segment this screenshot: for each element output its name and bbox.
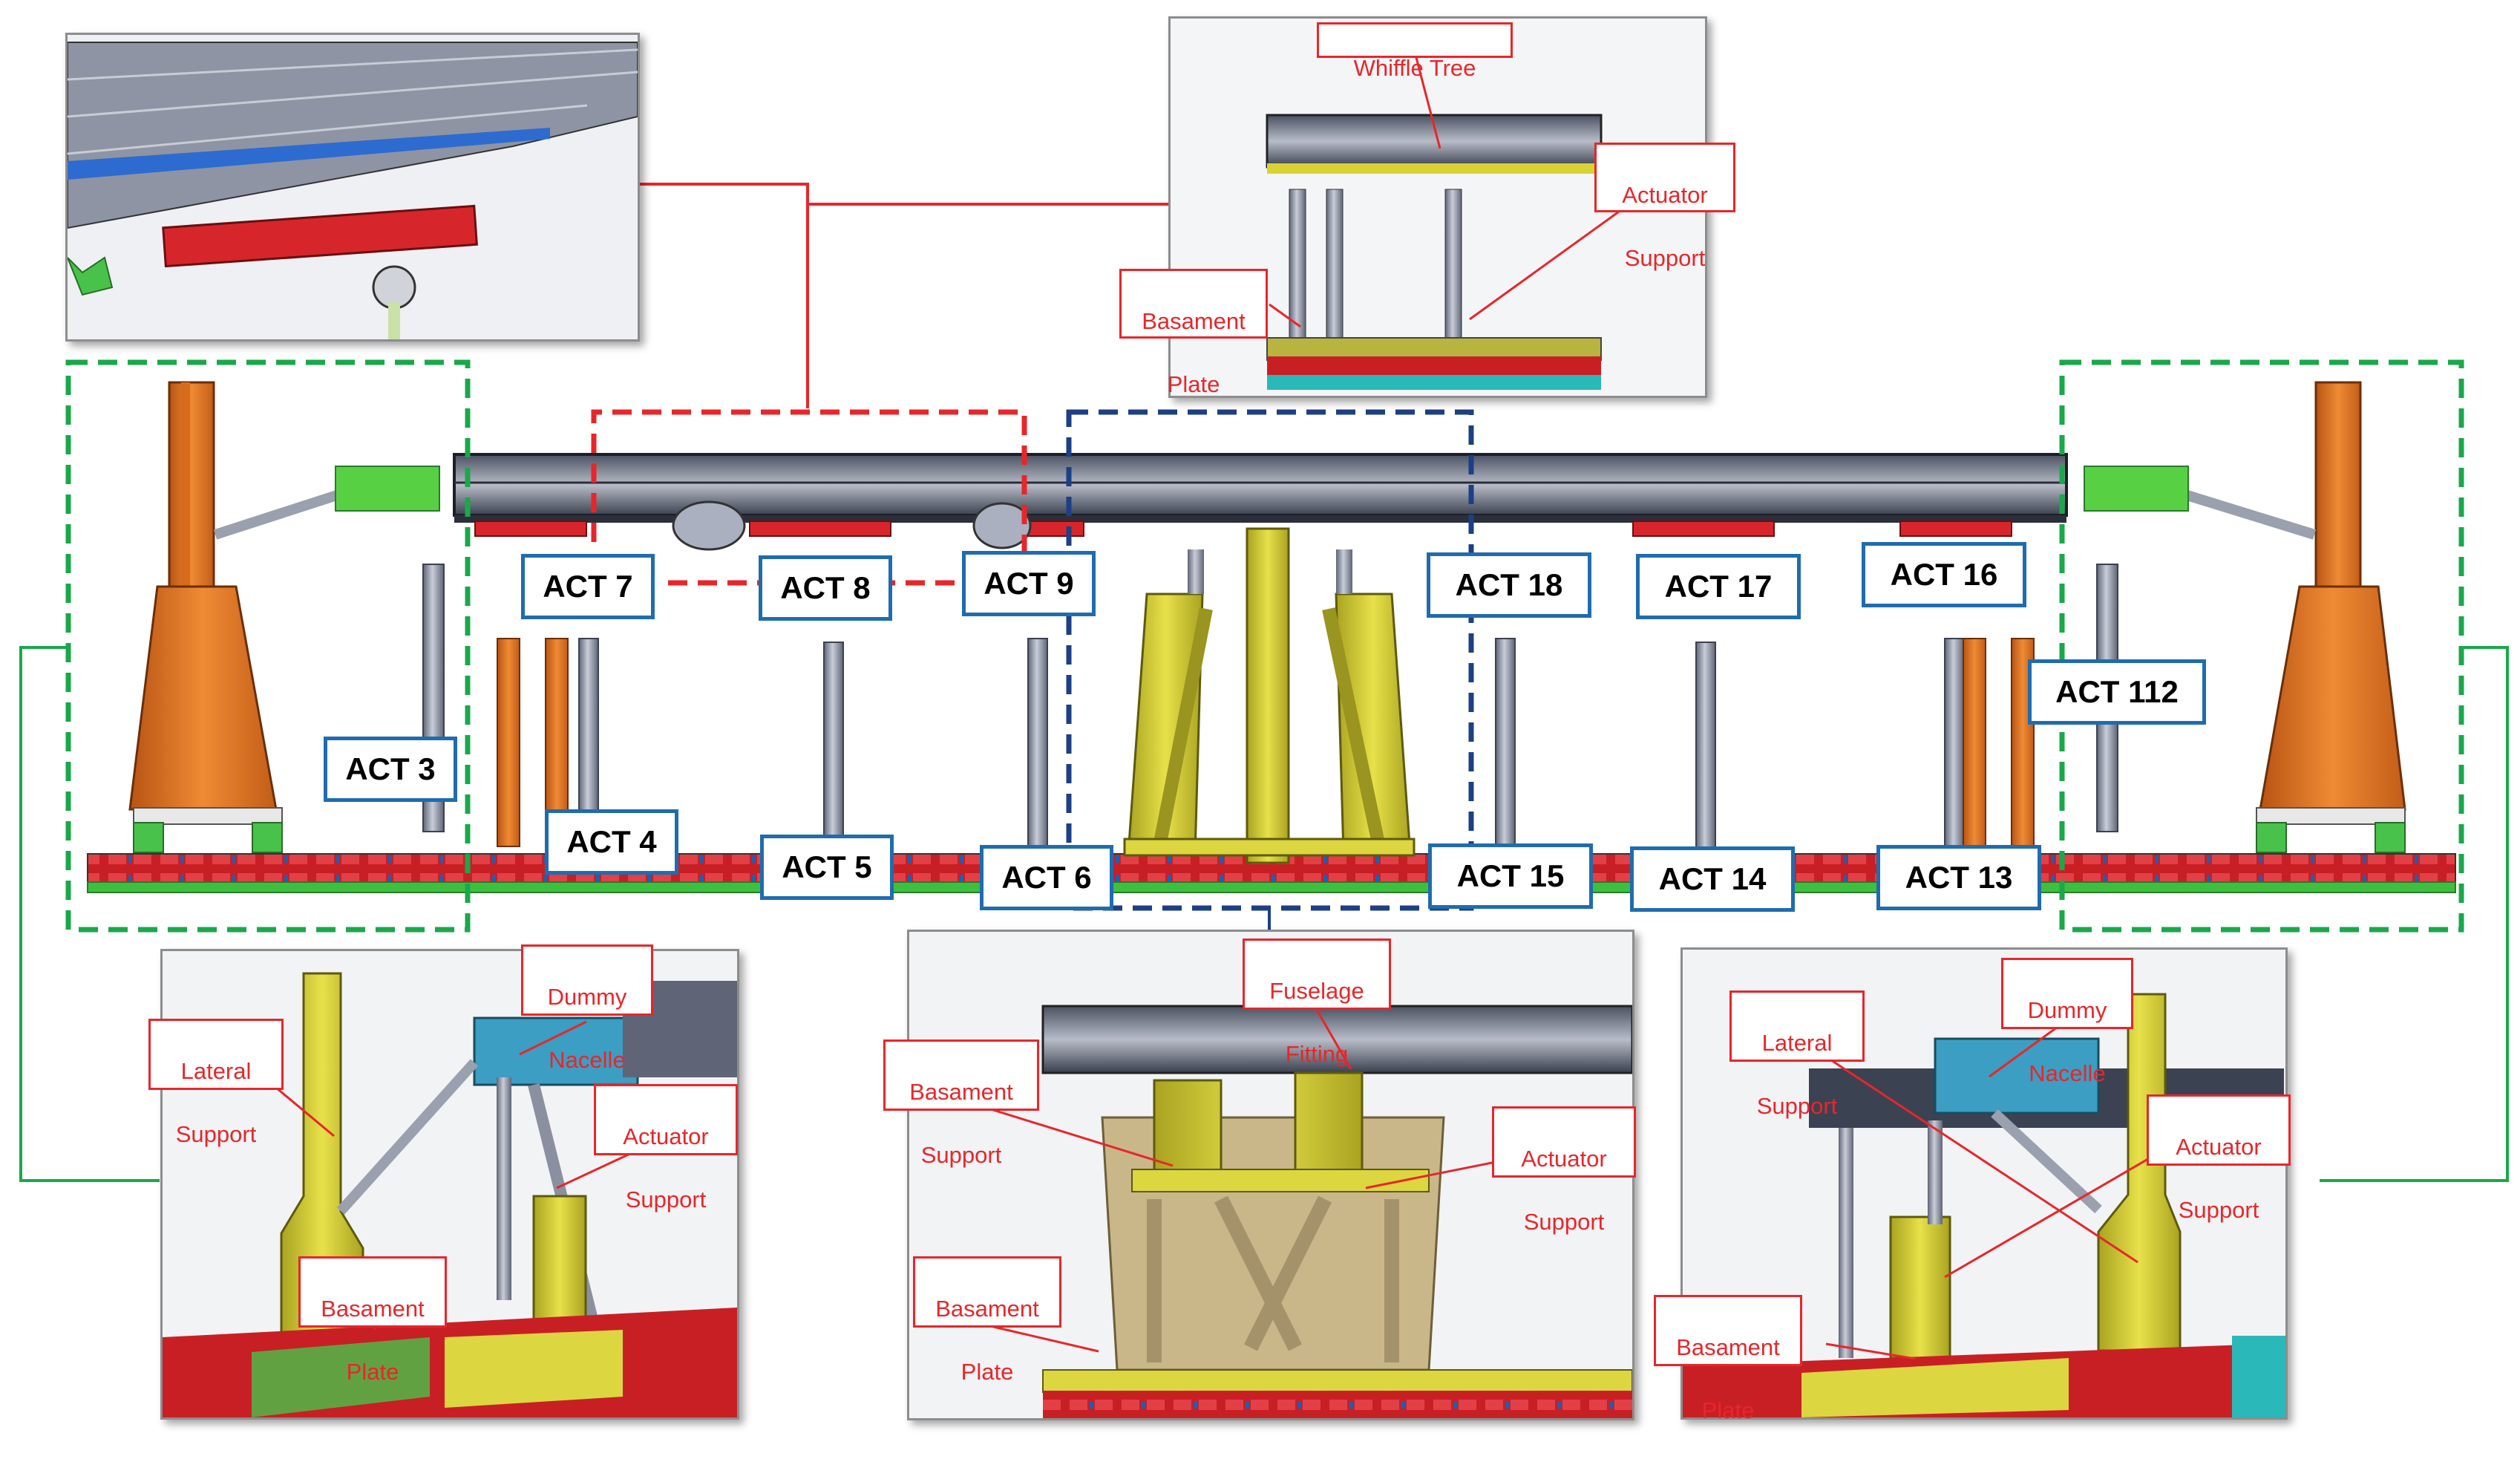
act-label-6: ACT 6: [980, 845, 1113, 910]
callout-text: Actuator: [1521, 1145, 1607, 1172]
callout-text: Nacelle: [2029, 1060, 2106, 1087]
callout-text: Support: [1624, 245, 1706, 272]
callout-text: Support: [175, 1121, 257, 1148]
callout-text: Support: [920, 1142, 1002, 1169]
callout-text: Basament: [1142, 307, 1246, 334]
callout-text: Fitting: [1285, 1041, 1349, 1068]
callout-text: Support: [2178, 1197, 2259, 1224]
callout-text: Support: [1756, 1093, 1838, 1120]
callout-basament-plate-center: Basament Plate: [913, 1256, 1061, 1385]
act-label-7: ACT 7: [521, 554, 655, 619]
callout-text: Plate: [1167, 371, 1220, 398]
callout-text: Actuator: [1622, 181, 1708, 208]
callout-actuator-support-left: Actuator Support: [594, 1084, 738, 1212]
act-label-5: ACT 5: [760, 835, 894, 900]
act-label-18: ACT 18: [1427, 552, 1591, 618]
act-label-3: ACT 3: [324, 737, 457, 802]
callout-text: Basament: [321, 1295, 425, 1322]
callout-fuselage-fitting: Fuselage Fitting: [1243, 939, 1391, 1067]
callout-text: Support: [625, 1187, 707, 1213]
callout-text: Support: [1523, 1209, 1605, 1236]
callout-text: Plate: [346, 1359, 399, 1385]
callout-actuator-support-center: Actuator Support: [1492, 1106, 1636, 1235]
callout-text: Dummy: [547, 983, 627, 1010]
callout-text: Basament: [1676, 1334, 1780, 1360]
act-label-13: ACT 13: [1876, 845, 2041, 910]
callout-text: Fuselage: [1269, 977, 1364, 1004]
central-fuselage-support: [1123, 527, 1416, 864]
callout-basament-plate-left: Basament Plate: [298, 1256, 447, 1385]
callout-text: Whiffle Tree: [1353, 55, 1476, 81]
callout-actuator-support-right: Actuator Support: [2147, 1094, 2291, 1223]
act-label-4: ACT 4: [545, 809, 678, 875]
callout-text: Lateral: [180, 1057, 252, 1084]
callout-basament-support: Basament Support: [883, 1039, 1039, 1168]
inset-top-left: [65, 33, 640, 342]
callout-lateral-support-right: Lateral Support: [1729, 990, 1865, 1119]
callout-text: Actuator: [2176, 1133, 2262, 1160]
callout-text: Basament: [935, 1295, 1039, 1322]
callout-dummy-nacelle-right: Dummy Nacelle: [2001, 958, 2133, 1086]
right-lateral-tower: [2084, 381, 2406, 853]
callout-basament-plate-top: Basament Plate: [1119, 269, 1268, 397]
callout-text: Plate: [1701, 1397, 1755, 1424]
act-label-8: ACT 8: [759, 555, 892, 621]
act-label-17: ACT 17: [1636, 554, 1801, 619]
callout-text: Actuator: [623, 1123, 709, 1149]
callout-text: Nacelle: [549, 1047, 626, 1074]
callout-whiffle-tree: Whiffle Tree: [1317, 22, 1513, 81]
act-label-15: ACT 15: [1428, 843, 1593, 909]
callout-basament-plate-right: Basament Plate: [1654, 1295, 1802, 1423]
dashed-frames: [65, 359, 2464, 933]
act-label-9: ACT 9: [962, 551, 1096, 616]
callout-actuator-support-top: Actuator Support: [1594, 143, 1735, 271]
wing-box-beam: [453, 453, 2068, 551]
act-label-14: ACT 14: [1630, 846, 1795, 912]
callout-text: Dummy: [2027, 996, 2107, 1023]
callout-dummy-nacelle-left: Dummy Nacelle: [521, 944, 653, 1073]
left-lateral-tower: [128, 381, 440, 853]
act-label-112: ACT 112: [2028, 659, 2206, 725]
connector-lines: [19, 183, 2509, 1182]
act-label-16: ACT 16: [1862, 542, 2026, 607]
callout-text: Plate: [960, 1359, 1014, 1385]
callout-text: Lateral: [1761, 1029, 1833, 1056]
callout-text: Basament: [909, 1078, 1013, 1105]
callout-lateral-support-left: Lateral Support: [148, 1019, 284, 1147]
wing-attachment-detail: [68, 35, 638, 339]
